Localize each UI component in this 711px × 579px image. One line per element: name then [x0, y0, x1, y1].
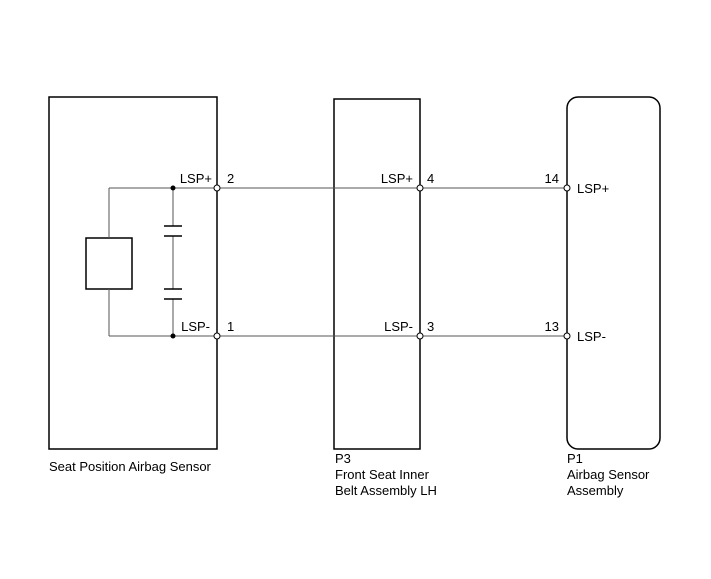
- terminal-p3-pin-3: [416, 332, 424, 340]
- p3-pin-upper-label: LSP+: [381, 171, 413, 186]
- p1-pin-lower-label: LSP-: [577, 329, 606, 344]
- terminal-p1-pin-14: [563, 184, 571, 192]
- seat-position-airbag-sensor-box: [48, 96, 218, 450]
- p3-pin-lower-number: 3: [427, 319, 434, 334]
- p3-name-line1: Front Seat Inner: [335, 467, 430, 482]
- terminal-seat-pin-2: [213, 184, 221, 192]
- terminal-p3-pin-4: [416, 184, 424, 192]
- airbag-sensor-assembly-box: [566, 96, 661, 450]
- p1-pin-upper-label: LSP+: [577, 181, 609, 196]
- front-seat-inner-belt-box: [333, 98, 421, 450]
- seat-pin-upper-number: 2: [227, 171, 234, 186]
- junction-dot-lower: [170, 333, 176, 339]
- seat-pin-upper-label: LSP+: [180, 171, 212, 186]
- junction-dot-upper: [170, 185, 176, 191]
- p1-pin-lower-number: 13: [545, 319, 559, 334]
- p3-name-line2: Belt Assembly LH: [335, 483, 437, 498]
- p1-name-line1: Airbag Sensor: [567, 467, 650, 482]
- terminal-seat-pin-1: [213, 332, 221, 340]
- p1-name-line2: Assembly: [567, 483, 624, 498]
- terminal-p1-pin-13: [563, 332, 571, 340]
- seat-sensor-caption: Seat Position Airbag Sensor: [49, 459, 212, 474]
- p1-code: P1: [567, 451, 583, 466]
- p3-pin-lower-label: LSP-: [384, 319, 413, 334]
- sensor-element-symbol: [85, 237, 133, 290]
- seat-pin-lower-number: 1: [227, 319, 234, 334]
- seat-pin-lower-label: LSP-: [181, 319, 210, 334]
- p3-code: P3: [335, 451, 351, 466]
- sensor-internal-circuit: [85, 185, 217, 339]
- p1-pin-upper-number: 14: [545, 171, 559, 186]
- p3-pin-upper-number: 4: [427, 171, 434, 186]
